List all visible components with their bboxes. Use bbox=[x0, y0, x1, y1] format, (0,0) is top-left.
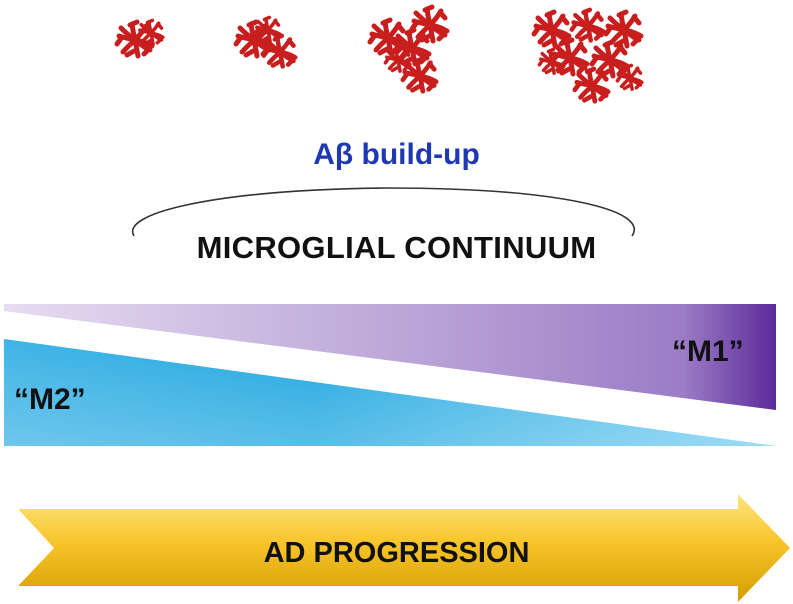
amyloid-aggregate-icon bbox=[236, 15, 295, 66]
ad-progression-label: AD PROGRESSION bbox=[263, 537, 530, 569]
amyloid-aggregates bbox=[117, 7, 644, 101]
abeta-buildup-label: Aβ build-up bbox=[313, 138, 480, 171]
microglial-continuum-label: MICROGLIAL CONTINUUM bbox=[196, 230, 597, 265]
amyloid-aggregate-icon bbox=[370, 7, 447, 91]
m2-label: “M2” bbox=[14, 383, 86, 416]
m1-label: “M1” bbox=[672, 335, 744, 368]
m1-wedge bbox=[4, 304, 776, 410]
amyloid-aggregate-icon bbox=[117, 18, 165, 56]
amyloid-aggregate-icon bbox=[534, 10, 644, 101]
ad-progression-arrow bbox=[18, 494, 790, 602]
curved-bracket bbox=[131, 187, 635, 237]
